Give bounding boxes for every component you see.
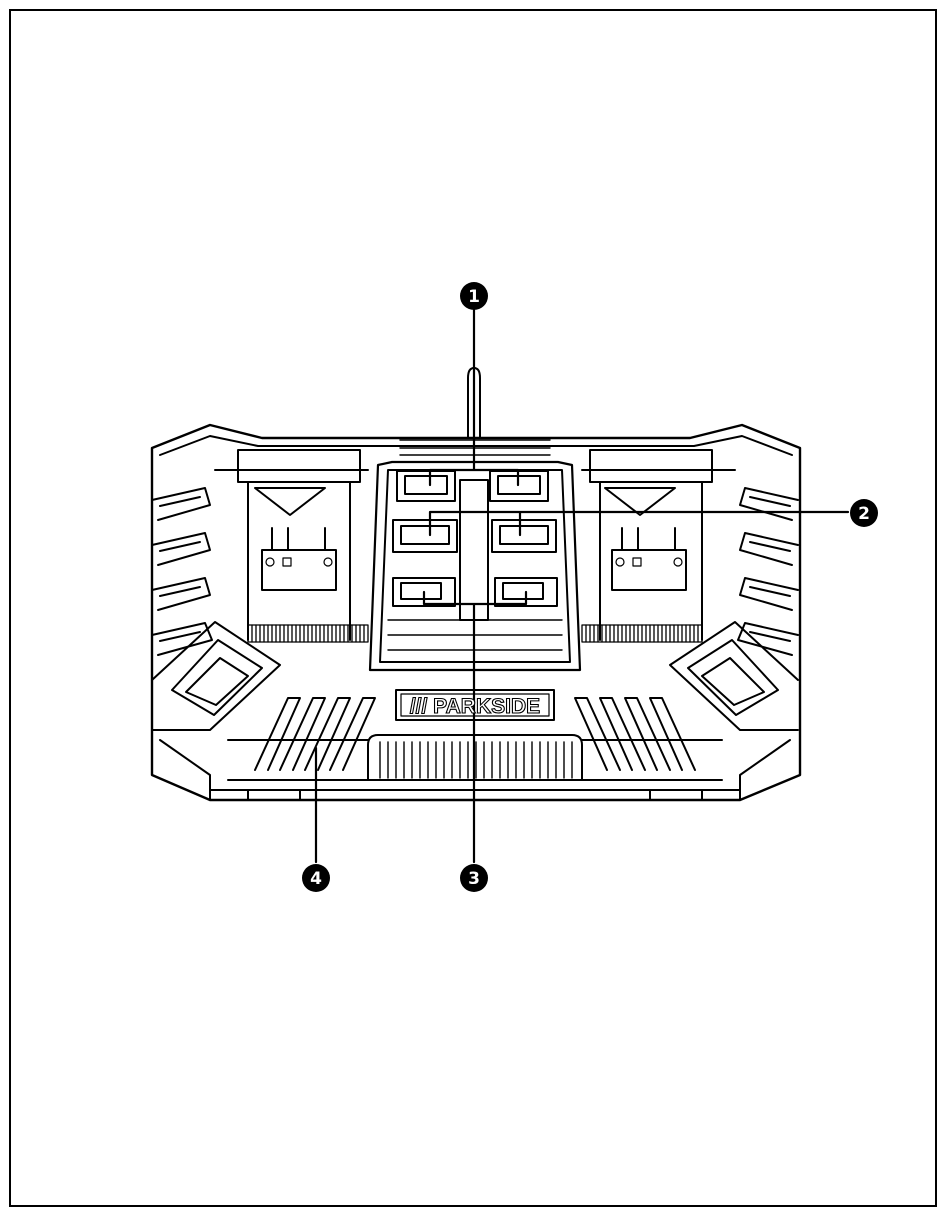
callout-1: 1 — [460, 282, 488, 310]
callout-2: 2 — [850, 499, 878, 527]
battery-slot-left — [238, 450, 360, 640]
callout-1-label: 1 — [468, 287, 480, 307]
left-side-ridges — [152, 488, 280, 730]
brand-logo-text: /// PARKSIDE — [410, 695, 540, 718]
callout-2-label: 2 — [858, 504, 870, 524]
callout-3-label: 3 — [468, 869, 480, 889]
callout-3: 3 — [460, 864, 488, 892]
terminal-symbol-icon — [266, 558, 274, 566]
front-vents-left — [228, 698, 375, 770]
callout-4: 4 — [302, 864, 330, 892]
front-vents-right — [575, 698, 722, 770]
battery-slot-right — [590, 450, 712, 640]
right-side-ridges — [670, 488, 798, 730]
battery-slot-icon — [238, 450, 360, 482]
callout-4-label: 4 — [310, 869, 322, 889]
